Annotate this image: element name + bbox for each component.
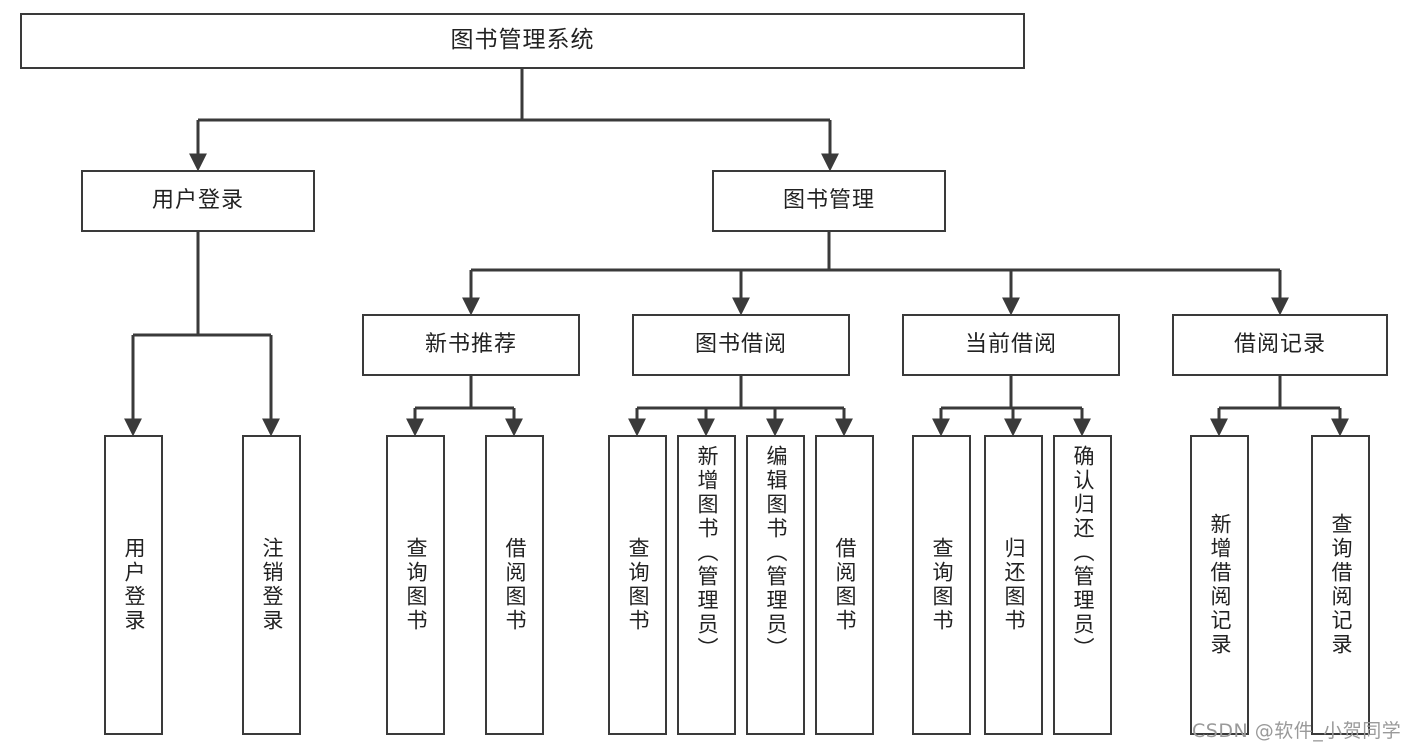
node-label: 编辑图书（管理员） (764, 445, 788, 661)
node-leaf-7[interactable]: 借阅图书 (815, 435, 874, 735)
edge-group-new-book (406, 376, 523, 437)
edge-group-current-borrow (932, 376, 1091, 437)
node-label: 借阅图书 (833, 537, 857, 633)
csdn-watermark: CSDN @软件_小贺同学 (1192, 720, 1402, 742)
node-level2-0[interactable]: 新书推荐 (362, 314, 580, 376)
node-leaf-9[interactable]: 归还图书 (984, 435, 1043, 735)
node-leaf-11[interactable]: 新增借阅记录 (1190, 435, 1249, 735)
node-leaf-5[interactable]: 新增图书（管理员） (677, 435, 736, 735)
node-leaf-4[interactable]: 查询图书 (608, 435, 667, 735)
node-root-图书管理系统[interactable]: 图书管理系统 (20, 13, 1025, 69)
node-level2-3[interactable]: 借阅记录 (1172, 314, 1388, 376)
node-level2-1[interactable]: 图书借阅 (632, 314, 850, 376)
node-label: 借阅记录 (1233, 332, 1326, 358)
node-leaf-1[interactable]: 注销登录 (242, 435, 301, 735)
node-label: 确认归还（管理员） (1071, 445, 1095, 661)
edge-group-borrow-record (1210, 376, 1349, 437)
node-level2-2[interactable]: 当前借阅 (902, 314, 1120, 376)
node-leaf-2[interactable]: 查询图书 (386, 435, 445, 735)
node-level1-1[interactable]: 图书管理 (712, 170, 946, 232)
node-label: 新书推荐 (424, 332, 517, 358)
node-label: 新增借阅记录 (1208, 513, 1232, 657)
edge-group-book-mgmt (462, 232, 1289, 316)
node-label: 查询图书 (404, 537, 428, 633)
edge-group-book-borrow (628, 376, 853, 437)
node-level1-0[interactable]: 用户登录 (81, 170, 315, 232)
edge-group-root (189, 69, 839, 172)
node-label: 当前借阅 (964, 332, 1057, 358)
node-label: 归还图书 (1002, 537, 1026, 633)
node-label: 用户登录 (151, 188, 244, 214)
node-label: 借阅图书 (503, 537, 527, 633)
node-label: 查询借阅记录 (1329, 513, 1353, 657)
node-label: 新增图书（管理员） (695, 445, 719, 661)
node-label: 图书管理系统 (450, 27, 595, 54)
node-leaf-12[interactable]: 查询借阅记录 (1311, 435, 1370, 735)
node-label: 图书借阅 (694, 332, 787, 358)
node-label: 图书管理 (782, 188, 875, 214)
node-leaf-0[interactable]: 用户登录 (104, 435, 163, 735)
node-label: 查询图书 (930, 537, 954, 633)
node-leaf-10[interactable]: 确认归还（管理员） (1053, 435, 1112, 735)
node-label: 查询图书 (626, 537, 650, 633)
node-leaf-8[interactable]: 查询图书 (912, 435, 971, 735)
node-label: 用户登录 (122, 537, 146, 633)
node-leaf-3[interactable]: 借阅图书 (485, 435, 544, 735)
node-leaf-6[interactable]: 编辑图书（管理员） (746, 435, 805, 735)
edge-group-user-login (124, 232, 280, 437)
node-label: 注销登录 (260, 537, 284, 633)
